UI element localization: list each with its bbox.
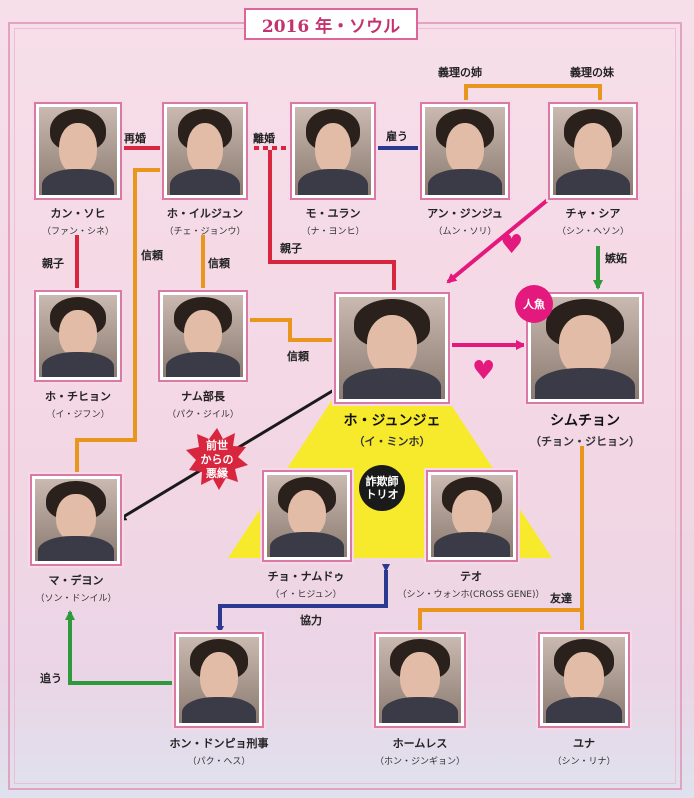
label-hired: 雇う [386, 130, 408, 143]
photo-deyon [30, 474, 122, 566]
photo-yuran [290, 102, 376, 200]
photo-soi [34, 102, 122, 200]
label-remarried: 再婚 [124, 132, 146, 145]
label-friends: 友達 [550, 592, 572, 605]
label-parent-2: 親子 [280, 242, 302, 255]
label-trust-2: 信頼 [208, 257, 230, 270]
line-parent-iljun [268, 150, 396, 294]
line-chase [65, 610, 174, 685]
name-namdu: チョ・ナムドゥ（イ・ヒジュン） [267, 570, 345, 600]
name-soi: カン・ソヒ（ファン・シネ） [41, 207, 114, 237]
photo-teo [426, 470, 518, 562]
page-title: 2016 年・ソウル [244, 8, 418, 40]
photo-homeless [374, 632, 466, 728]
fate-label: 前世 からの 悪縁 [200, 439, 234, 480]
line-trust-junje [246, 318, 338, 342]
name-simchon: シムチョン（チョン・ジヒョン） [530, 413, 640, 448]
label-parent-1: 親子 [42, 257, 64, 270]
label-sister-younger: 義理の妹 [570, 66, 614, 79]
label-sister-elder: 義理の姉 [438, 66, 482, 79]
photo-hon [174, 632, 264, 728]
heart-icon: ♥ [500, 230, 524, 260]
name-junje: ホ・ジュンジェ（イ・ミンホ） [343, 413, 441, 448]
photo-yuna [538, 632, 630, 728]
photo-nam [158, 290, 248, 382]
photo-iljun [162, 102, 248, 200]
photo-junje [334, 292, 450, 404]
name-nam: ナム部長（パク・ジイル） [167, 390, 239, 420]
name-homeless: ホームレス（ホン・ジンギョン） [374, 737, 465, 767]
trio-badge: 詐欺師トリオ [359, 465, 405, 511]
photo-jinju [420, 102, 510, 200]
heart-icon: ♥ [472, 356, 496, 386]
name-deyon: マ・デヨン（ソン・ドンイル） [35, 574, 117, 604]
label-trust-3: 信頼 [287, 350, 309, 363]
name-hon: ホン・ドンピョ刑事（パク・ヘス） [169, 737, 269, 767]
photo-sia [548, 102, 638, 200]
photo-chihyon [34, 290, 122, 382]
label-cooperation: 協力 [300, 614, 322, 627]
line-friends-homeless [418, 608, 582, 632]
name-sia: チャ・シア（シン・ヘソン） [556, 207, 629, 237]
line-cooperation [216, 564, 390, 634]
photo-namdu [262, 470, 352, 562]
name-teo: テオ（シン・ウォンホ(CROSS GENE)） [397, 570, 545, 600]
name-chihyon: ホ・チヒョン（イ・ジフン） [45, 390, 111, 420]
fate-burst [186, 428, 248, 490]
label-divorced: 離婚 [253, 132, 275, 145]
label-trust-1: 信頼 [141, 249, 163, 262]
name-yuran: モ・ユラン（ナ・ヨンヒ） [301, 207, 365, 237]
name-iljun: ホ・イルジュン（チェ・ジョンウ） [164, 207, 246, 237]
label-chase: 追う [40, 672, 62, 685]
mermaid-badge: 人魚 [515, 285, 553, 323]
label-jealousy: 嫉妬 [605, 252, 627, 265]
name-yuna: ユナ（シン・リナ） [552, 737, 616, 767]
line-sisters [464, 84, 602, 102]
photo-simchon [526, 292, 644, 404]
name-jinju: アン・ジンジュ（ムン・ソリ） [427, 207, 503, 237]
line-sia-love [446, 196, 552, 284]
